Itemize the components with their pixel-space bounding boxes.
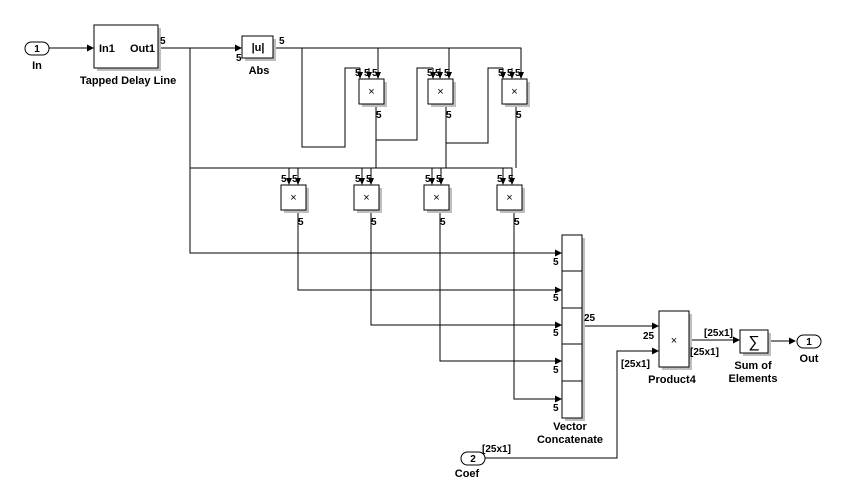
tapped-delay-out-port: Out1 xyxy=(130,43,155,55)
inport-coef-label: Coef xyxy=(455,468,480,480)
tapped-delay-in-port: In1 xyxy=(99,43,115,55)
wire-abs-output[interactable] xyxy=(276,47,522,77)
dim-concat-in-1: 5 xyxy=(553,257,559,268)
inport-coef-number: 2 xyxy=(470,454,476,465)
dim-concat-in-2: 5 xyxy=(553,293,559,304)
dim-upper2-in-a: 5 xyxy=(427,68,433,79)
dim-lower3-in-b: 5 xyxy=(436,174,442,185)
sum-of-elements-block[interactable]: ∑ Sum of Elements xyxy=(729,329,778,385)
wire-prod1-to-concat[interactable] xyxy=(297,210,556,291)
tapped-delay-line-label: Tapped Delay Line xyxy=(80,75,176,87)
sum-of-elements-label-line1: Sum of xyxy=(734,360,772,372)
product-lower-3[interactable]: × xyxy=(423,184,452,213)
vector-concatenate-block[interactable]: Vector Concatenate xyxy=(537,234,603,446)
dim-product4-in-2: [25x1] xyxy=(621,359,650,370)
dim-concat-in-4: 5 xyxy=(553,365,559,376)
product4-label: Product4 xyxy=(648,374,697,386)
arrowheads xyxy=(87,44,796,403)
product-upper-1-symbol: × xyxy=(368,86,374,98)
dim-upper1-in-c: 5 xyxy=(372,68,378,79)
dim-upper2-in-c: 5 xyxy=(444,68,450,79)
dim-coef-out: [25x1] xyxy=(482,444,511,455)
wire-prod3-to-concat[interactable] xyxy=(439,210,556,362)
product4-symbol: × xyxy=(671,335,677,347)
abs-label: Abs xyxy=(249,65,270,77)
dim-concat-out: 25 xyxy=(584,313,596,324)
inport-coef[interactable]: 2 Coef xyxy=(455,451,486,480)
dim-concat-in-3: 5 xyxy=(553,328,559,339)
abs-block[interactable]: |u| Abs xyxy=(241,35,276,77)
inport-in-label: In xyxy=(32,60,42,72)
dim-lower4-in-b: 5 xyxy=(508,174,514,185)
dim-lower1-out: 5 xyxy=(298,217,304,228)
dim-upper3-in-a: 5 xyxy=(498,68,504,79)
wire-prod2-to-concat[interactable] xyxy=(370,210,556,326)
dim-upper3-in-c: 5 xyxy=(515,68,521,79)
product-lower-3-symbol: × xyxy=(433,192,439,204)
wire-delay-trunk[interactable] xyxy=(189,48,556,254)
sum-symbol: ∑ xyxy=(748,334,759,351)
tapped-delay-line-block[interactable]: In1 Out1 Tapped Delay Line xyxy=(80,24,176,87)
vector-concatenate-label-line1: Vector xyxy=(553,421,587,433)
dim-abs-out: 5 xyxy=(279,36,285,47)
product-lower-4[interactable]: × xyxy=(496,184,525,213)
product-upper-1[interactable]: × xyxy=(358,78,387,107)
outport-out-number: 1 xyxy=(806,337,812,348)
dim-product4-in-1: 25 xyxy=(643,331,655,342)
dim-lower1-in-b: 5 xyxy=(292,174,298,185)
wire-delay-to-lower-products[interactable] xyxy=(190,167,513,182)
wire-coef-to-product4[interactable] xyxy=(485,350,653,459)
vector-concatenate-label-line2: Concatenate xyxy=(537,434,603,446)
product4-block[interactable]: × Product4 xyxy=(648,310,697,386)
sum-of-elements-label-line2: Elements xyxy=(729,373,778,385)
outport-out[interactable]: 1 Out xyxy=(796,334,822,365)
product-lower-1-symbol: × xyxy=(290,192,296,204)
product-upper-2[interactable]: × xyxy=(427,78,456,107)
dim-lower2-out: 5 xyxy=(371,217,377,228)
dim-lower4-in-a: 5 xyxy=(497,174,503,185)
dim-upper1-out: 5 xyxy=(376,110,382,121)
product-upper-2-symbol: × xyxy=(437,86,443,98)
dim-upper1-in-a: 5 xyxy=(355,68,361,79)
signal-lines xyxy=(49,47,794,459)
dim-lower2-in-b: 5 xyxy=(366,174,372,185)
inport-in[interactable]: 1 In xyxy=(24,41,50,72)
dim-sum-in: [25x1] xyxy=(690,347,719,358)
dim-lower3-in-a: 5 xyxy=(425,174,431,185)
dim-lower2-in-a: 5 xyxy=(355,174,361,185)
wire-prod4-to-concat[interactable] xyxy=(513,210,556,400)
outport-out-label: Out xyxy=(800,353,819,365)
dim-lower4-out: 5 xyxy=(514,217,520,228)
product-lower-1[interactable]: × xyxy=(280,184,309,213)
dim-upper2-out: 5 xyxy=(446,110,452,121)
dim-concat-in-5: 5 xyxy=(553,403,559,414)
product-upper-3[interactable]: × xyxy=(501,78,530,107)
inport-in-number: 1 xyxy=(34,44,40,55)
dim-lower3-out: 5 xyxy=(440,217,446,228)
dim-delay-out: 5 xyxy=(160,36,166,47)
product-lower-2[interactable]: × xyxy=(353,184,382,213)
dim-lower1-in-a: 5 xyxy=(281,174,287,185)
dim-upper2-in-b: 5 xyxy=(435,68,441,79)
product-upper-3-symbol: × xyxy=(511,86,517,98)
dim-product4-out: [25x1] xyxy=(704,328,733,339)
product-lower-4-symbol: × xyxy=(506,192,512,204)
dim-upper3-in-b: 5 xyxy=(507,68,513,79)
dim-upper3-out: 5 xyxy=(516,110,522,121)
dim-abs-in: 5 xyxy=(236,53,242,64)
abs-symbol: |u| xyxy=(252,42,265,54)
dim-upper1-in-b: 5 xyxy=(364,68,370,79)
signal-dimension-labels: 5 5 5 5 5 5 5 5 5 5 5 5 5 5 5 5 5 5 5 5 … xyxy=(160,36,733,455)
product-lower-2-symbol: × xyxy=(363,192,369,204)
